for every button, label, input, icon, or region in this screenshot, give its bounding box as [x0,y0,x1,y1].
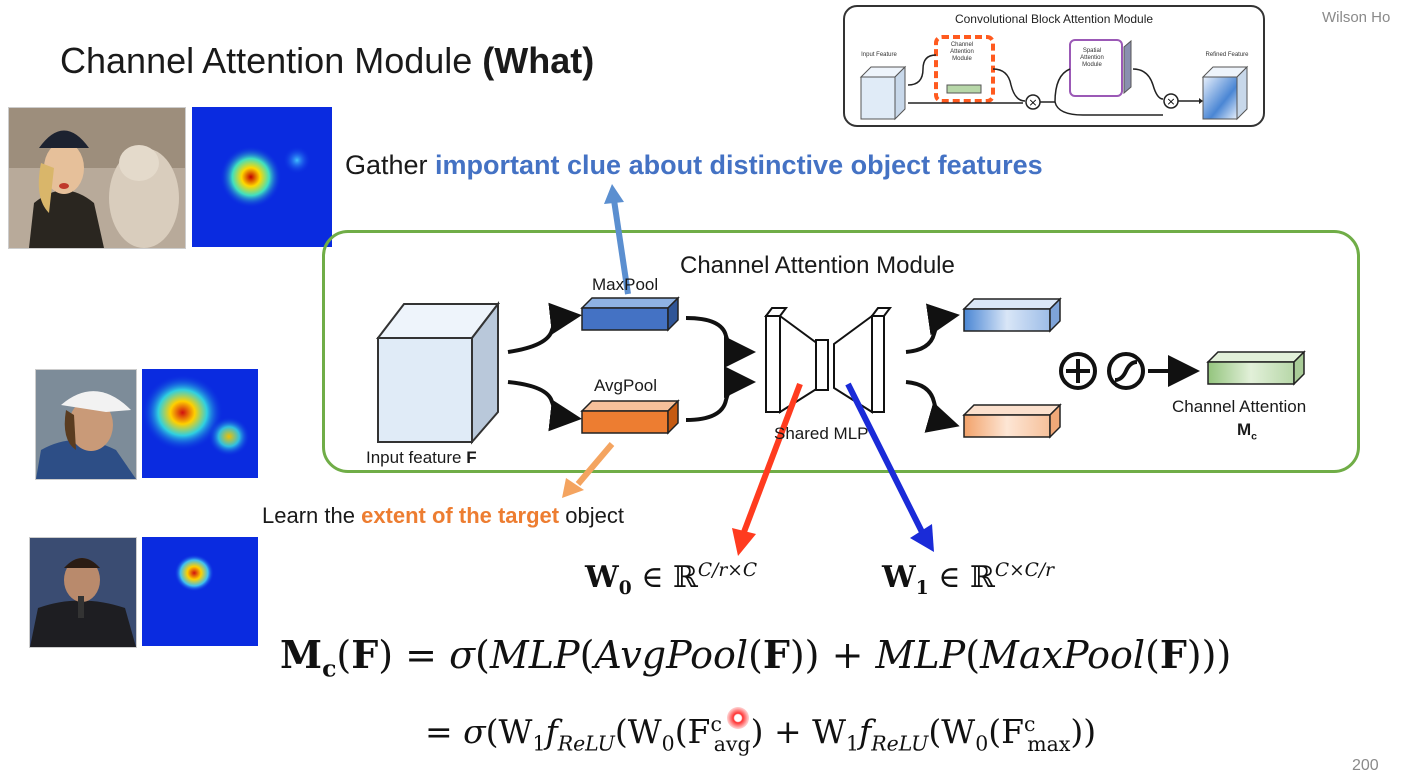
cbam-inset-diagram [843,5,1265,127]
w0-arrow-head [732,528,756,556]
cbam-spatial-label: Spatial Attention Module [1080,48,1104,68]
attention-heatmap [142,369,258,478]
input-feature-label: Input feature F [366,448,477,467]
channel-attention-output-box [1206,350,1306,386]
channel-attention-module-box [322,230,1360,473]
author-name: Wilson Ho [1322,9,1391,26]
heatmap-2 [142,369,258,478]
channel-attention-label: Channel Attention [1172,397,1307,416]
heatmap-3 [142,537,258,646]
cbam-title: Convolutional Block Attention Module [954,12,1154,26]
avgpool-output-box [962,403,1062,439]
learn-arrow-head [562,478,584,498]
shared-mlp [764,307,892,414]
cbam-channel-label: Channel Attention Module [950,42,974,62]
maxpool-box [580,296,680,332]
learn-annotation: Learn the extent of the target object [262,503,624,528]
example-photo-1 [8,107,186,249]
page-number: 200 [1352,757,1379,774]
example-photo-2 [35,369,137,480]
sigmoid-icon [1107,352,1145,390]
attention-heatmap [142,537,258,646]
cbam-input-label: Input Feature [861,52,897,58]
heatmap-1 [192,107,332,247]
cbam-refined-label: Refined Feature [1205,52,1249,58]
pointer-highlight [727,707,749,729]
w1-arrow-head [910,524,934,552]
maxpool-output-box [962,297,1062,333]
gather-arrow-head [604,184,624,204]
gather-annotation: Gather important clue about distinctive … [345,150,1043,180]
maxpool-label: MaxPool [592,275,659,294]
expanded-equation: = σ(W1fReLU(W0(Fcavg) + W1fReLU(W0(Fcmax… [425,712,1097,756]
woman-with-dog-photo [9,108,185,248]
attention-heatmap [192,107,332,247]
avgpool-label: AvgPool [594,376,658,395]
shared-mlp-label: Shared MLP [774,424,869,443]
svg-text:×: × [1166,95,1175,108]
man-with-microphone-photo [30,538,136,647]
svg-text:×: × [1028,96,1037,109]
man-in-white-cap-photo [36,370,136,479]
example-photo-3 [29,537,137,648]
channel-attention-symbol: Mc [1237,420,1258,443]
avgpool-box [580,399,680,435]
w0-equation: W0 ∈ ℝC/r×C [585,560,758,599]
cbam-inset-graphic: × × [859,35,1249,121]
channel-attention-module-title: Channel Attention Module [680,252,955,279]
w1-equation: W1 ∈ ℝC×C/r [882,560,1055,599]
input-feature-cube [375,301,501,445]
plus-icon [1059,352,1097,390]
slide-title: Channel Attention Module (What) [60,40,595,81]
mc-equation: Mc(F) = σ(MLP(AvgPool(F)) + MLP(MaxPool(… [280,632,1232,683]
